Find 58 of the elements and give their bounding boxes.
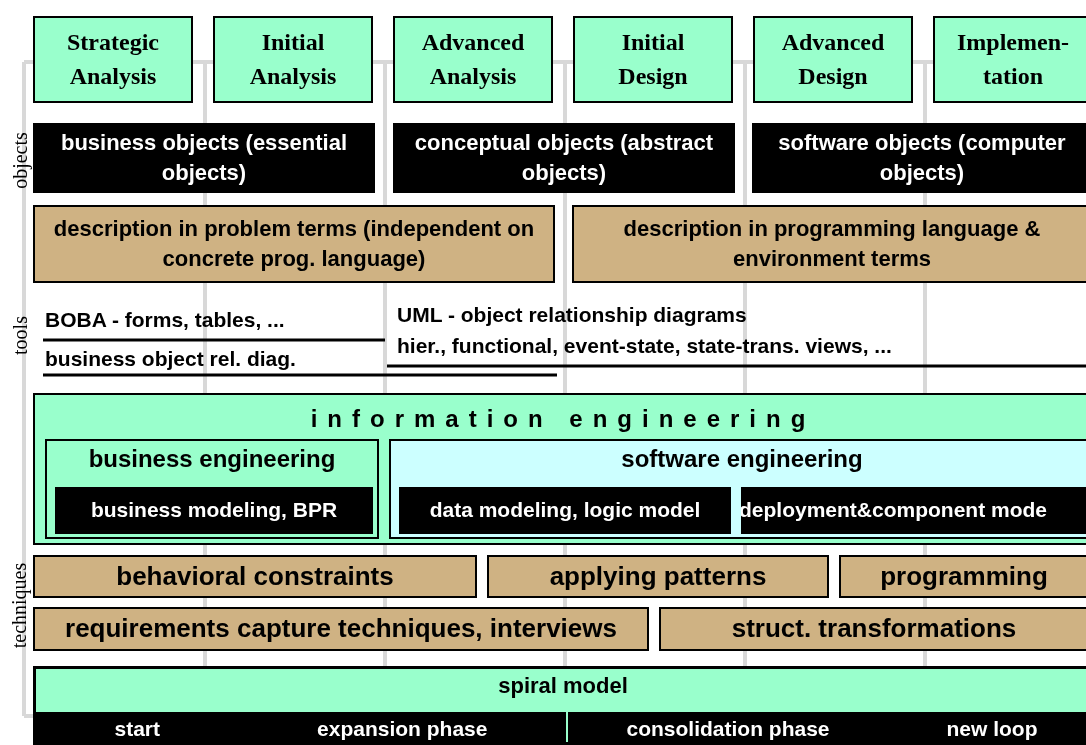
tool-label: business object rel. diag. [45,347,296,371]
phase-bar [568,712,1086,745]
box-label: Strategic Analysis [66,27,160,91]
object-category-box [33,123,375,193]
process-model-panel [33,666,1086,745]
box-label: business engineering [88,444,336,474]
box-label: software engineering [621,444,863,474]
phase-box [33,16,193,103]
phase-label: start [114,716,161,741]
technique-box [839,555,1086,598]
box-label: Advanced Design [780,27,886,91]
box-label: description in problem terms (independent on concrete prog. language) [52,215,536,273]
technique-box [659,607,1086,651]
box-label: Implemen- tation [956,27,1070,91]
phase-bar [36,712,566,745]
box-label: requirements capture techniques, interviews [65,612,617,646]
tool-label: hier., functional, event-state, state-trans. views, ... [397,334,892,358]
box-label: spiral model [498,672,628,700]
box-label: description in programming language & environment terms [622,215,1042,273]
technique-box [33,607,649,651]
technique-box [399,487,731,534]
box-label: business objects (essential objects) [59,129,349,187]
phase-box [393,16,553,103]
phase-label: expansion phase [317,716,488,741]
phase-box [933,16,1086,103]
phase-box [213,16,373,103]
box-label: programming [880,559,1048,593]
phase-box [573,16,733,103]
box-label: Initial Design [617,27,689,91]
box-label: struct. transformations [731,612,1017,646]
box-label: applying patterns [549,559,767,593]
group-panel [33,393,1086,545]
technique-box [487,555,829,598]
box-label: software objects (computer objects) [777,129,1067,187]
object-category-box [752,123,1086,193]
object-category-box [393,123,735,193]
row-label: tools [8,315,32,355]
box-label: business modeling, BPR [90,497,338,524]
description-box [572,205,1086,283]
group-panel [45,439,379,539]
description-box [33,205,555,283]
technique-box [741,487,1086,534]
box-label: conceptual objects (abstract objects) [413,129,715,187]
row-label: techniques [8,562,32,648]
tool-label: BOBA - forms, tables, ... [45,308,285,332]
box-label: Initial Analysis [248,27,338,91]
technique-box [33,555,477,598]
box-label: Advanced Analysis [420,27,526,91]
group-panel [389,439,1086,539]
box-label: data modeling, logic model [429,497,701,524]
technique-box [55,487,373,534]
phase-label: consolidation phase [626,716,830,741]
row-label: objects [8,131,32,189]
tool-label: UML - object relationship diagrams [397,303,747,327]
box-label: information engineering [310,404,816,434]
phase-label: new loop [946,716,1038,741]
phase-box [753,16,913,103]
box-label: behavioral constraints [116,559,394,593]
